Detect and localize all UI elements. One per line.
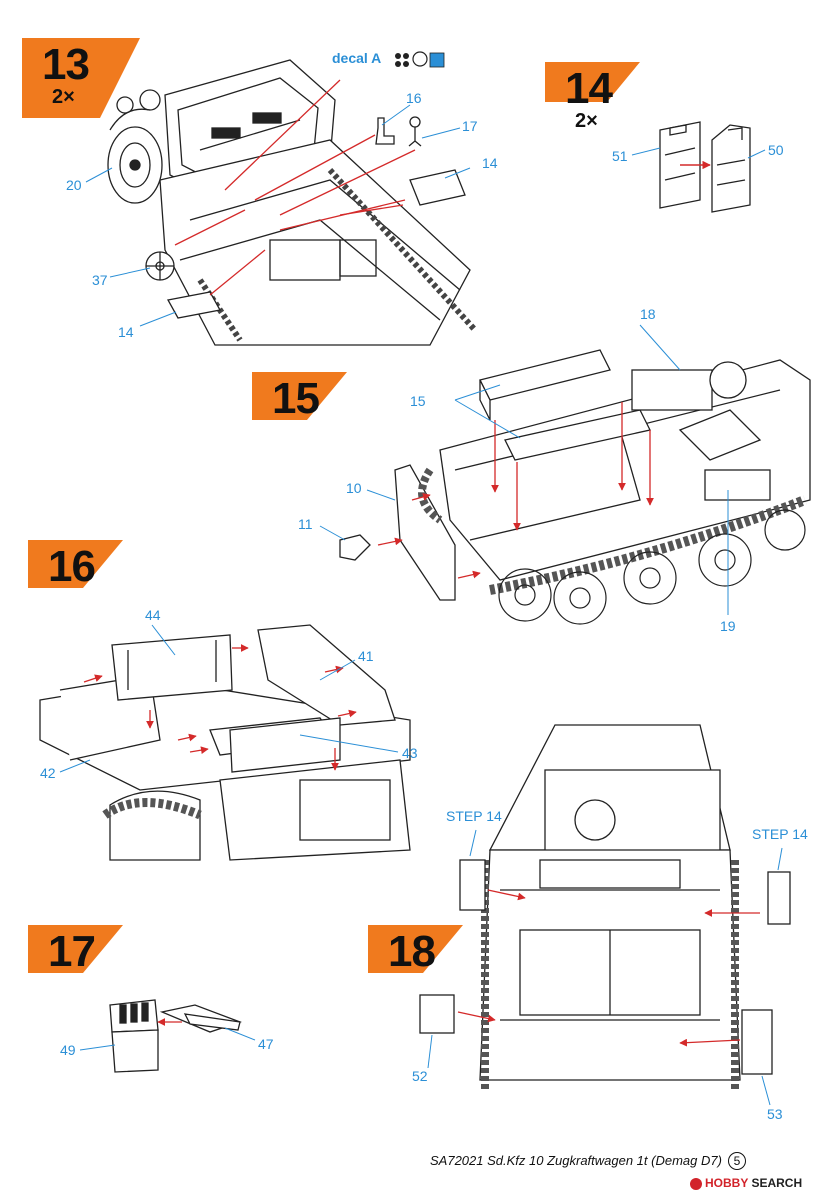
- watermark: HOBBY SEARCH: [690, 1176, 802, 1190]
- badge-shape-icon: [22, 38, 140, 118]
- step-number: 15: [272, 374, 320, 423]
- step15-leaders: [319, 324, 729, 615]
- part-50-label: 50: [768, 142, 784, 158]
- step16-drawing: [39, 624, 411, 861]
- part-18-label: 18: [640, 306, 656, 322]
- step-14-badge: 14 2×: [545, 62, 665, 142]
- page-number: 5: [727, 1152, 746, 1170]
- step16-tracks: [102, 798, 202, 820]
- badge-shape-icon: [28, 540, 123, 588]
- step-multiplier: 2×: [575, 110, 598, 132]
- part-14-label: 14: [118, 324, 134, 340]
- step-multiplier: 2×: [52, 86, 75, 108]
- watermark-brand: HOBBY: [705, 1176, 749, 1190]
- step-number: 14: [565, 64, 613, 113]
- part-47-label: 47: [258, 1036, 274, 1052]
- part-53-label: 53: [767, 1106, 783, 1122]
- step-number: 16: [48, 542, 96, 591]
- part-15-label: 15: [410, 393, 426, 409]
- part-37-label: 37: [92, 272, 108, 288]
- step18-parts: [419, 859, 791, 1075]
- step-number: 18: [388, 927, 436, 976]
- step18-arrows: [457, 889, 760, 1047]
- part-44-label: 44: [145, 607, 161, 623]
- part-41-label: 41: [358, 648, 374, 664]
- part-16-label: 16: [406, 90, 422, 106]
- decal-a-label: decal A: [332, 50, 382, 66]
- step17-leaders: [79, 1027, 256, 1051]
- step18-tracks: [481, 860, 739, 1090]
- step-number: 13: [42, 40, 90, 89]
- part-52-label: 52: [412, 1068, 428, 1084]
- step14-leaders: [631, 147, 766, 159]
- step13-arrows: [174, 79, 416, 296]
- step13-drawing: [107, 59, 478, 346]
- step-15-badge: 15: [252, 372, 372, 452]
- step15-tracks: [418, 467, 807, 625]
- step-13-badge: 13 2×: [22, 38, 142, 118]
- step14-drawing: [659, 121, 751, 213]
- step-18-badge: 18: [368, 925, 488, 1005]
- part-19-label: 19: [720, 618, 736, 634]
- part-10-label: 10: [346, 480, 362, 496]
- step-17-badge: 17: [28, 925, 148, 1005]
- kit-footer: SA72021 Sd.Kfz 10 Zugkraftwagen 1t (Dema…: [430, 1152, 746, 1170]
- badge-shape-icon: [368, 925, 463, 973]
- step-14-ref-left: STEP 14: [446, 808, 502, 824]
- step17-drawing: [109, 999, 242, 1073]
- step18-leaders: [427, 829, 783, 1106]
- step-16-badge: 16: [28, 540, 148, 620]
- step15-arrows: [377, 402, 654, 579]
- part-42-label: 42: [40, 765, 56, 781]
- watermark-logo-icon: [690, 1177, 702, 1190]
- step15-drawing: [339, 349, 811, 601]
- step16-leaders: [59, 624, 399, 773]
- kit-title: SA72021 Sd.Kfz 10 Zugkraftwagen 1t (Dema…: [430, 1153, 722, 1168]
- step-number: 17: [48, 927, 96, 976]
- decal-a-swatch: [395, 51, 445, 68]
- watermark-suffix: SEARCH: [751, 1176, 803, 1190]
- part-11-label: 11: [298, 516, 313, 532]
- part-17-label: 17: [462, 118, 478, 134]
- part-20-label: 20: [66, 177, 82, 193]
- part-43-label: 43: [402, 745, 418, 761]
- badge-shape-icon: [252, 372, 347, 420]
- badge-shape-icon: [28, 925, 123, 973]
- step18-drawing: [479, 724, 741, 1081]
- badge-shape-icon: [545, 62, 640, 102]
- part-14-label-right: 14: [482, 155, 498, 171]
- step13-leaders: [85, 104, 471, 327]
- step-14-ref-right: STEP 14: [752, 826, 808, 842]
- part-51-label: 51: [612, 148, 628, 164]
- part-49-label: 49: [60, 1042, 76, 1058]
